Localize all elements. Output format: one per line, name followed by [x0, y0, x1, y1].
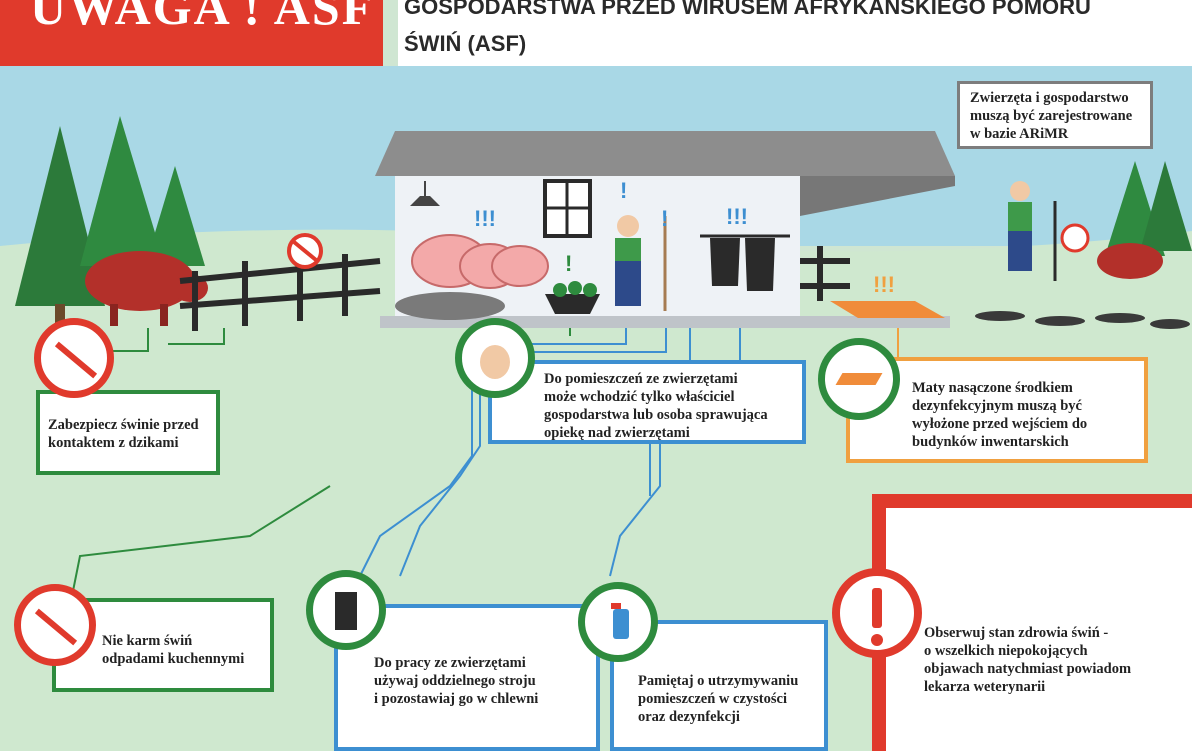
- alert-mark: !: [620, 178, 627, 203]
- rule-text: oraz dezynfekcji: [638, 709, 740, 725]
- callout-line: Zwierzęta i gospodarstwo: [970, 90, 1129, 106]
- rule-text: dezynfekcyjnym muszą być: [912, 398, 1082, 414]
- feed-trough: [545, 281, 600, 314]
- rule-text: wyłożone przed wejściem do: [912, 416, 1088, 432]
- no-contact-icon: [1060, 223, 1090, 253]
- shirt-icon: [306, 570, 386, 650]
- rule-cleanliness: Pamiętaj o utrzymywaniu pomieszczeń w cz…: [610, 620, 828, 751]
- rule-text: Maty nasączone środkiem: [912, 380, 1073, 396]
- mat-icon: [818, 338, 900, 420]
- alert-marks: !!! ! ! !!! ! !!!: [474, 178, 895, 297]
- rule-text: objawach natychmiast powiadom: [924, 661, 1132, 677]
- second-farmer: [1008, 181, 1057, 281]
- rule-text: odpadami kuchennymi: [102, 651, 245, 667]
- pigs: [411, 234, 549, 289]
- rule-wild-boar: Zabezpiecz świnie przed kontaktem z dzik…: [36, 390, 220, 475]
- wild-boar-right: [1097, 243, 1163, 279]
- hanging-clothes: [700, 234, 790, 291]
- rule-text: gospodarstwa lub osoba sprawująca: [544, 407, 768, 423]
- rule-text: Pamiętaj o utrzymywaniu: [638, 673, 799, 689]
- no-feed-icon: [14, 584, 96, 666]
- rule-text: i pozostawiaj go w chlewni: [374, 691, 539, 707]
- page-title-line2: ŚWIŃ (ASF): [404, 31, 527, 56]
- rule-text: może wchodzić tylko właściciel: [544, 389, 735, 405]
- rule-text: budynków inwentarskich: [912, 434, 1069, 450]
- trees-left: [15, 116, 205, 324]
- rule-text: Do pracy ze zwierzętami: [374, 655, 526, 671]
- exclamation-icon: [832, 568, 922, 658]
- page-title-line1: GOSPODARSTWA PRZED WIRUSEM AFRYKAŃSKIEGO…: [404, 0, 1091, 19]
- farmer-face-icon: [455, 318, 535, 398]
- fence: [179, 246, 850, 331]
- callout-line: muszą być zarejestrowane: [970, 108, 1133, 124]
- rule-health: Obserwuj stan zdrowia świń - o wszelkich…: [872, 494, 1192, 751]
- disinfection-mat: [830, 301, 945, 318]
- alert-mark: !!!: [726, 204, 748, 229]
- alert-mark: !: [565, 251, 572, 276]
- spray-bottle-icon: [578, 582, 658, 662]
- rule-text: pomieszczeń w czystości: [638, 691, 787, 707]
- trees-right: [1105, 161, 1192, 256]
- rule-text: Zabezpiecz świnie przed: [48, 417, 199, 433]
- asf-warning-banner: UWAGA ! ASF: [0, 0, 383, 66]
- banner-text: UWAGA ! ASF: [30, 0, 375, 35]
- rule-text: o wszelkich niepokojących: [924, 643, 1088, 659]
- callout-line: w bazie ARiMR: [970, 126, 1069, 142]
- farmer: [615, 215, 667, 311]
- manure-pile: [395, 292, 505, 320]
- rule-access: Do pomieszczeń ze zwierzętami może wchod…: [488, 360, 806, 444]
- alert-mark: !: [661, 206, 668, 231]
- rule-text: opiekę nad zwierzętami: [544, 425, 690, 441]
- alert-mark: !!!: [474, 206, 496, 231]
- registration-callout: Zwierzęta i gospodarstwo muszą być zarej…: [957, 81, 1153, 149]
- rule-text: Nie karm świń: [102, 633, 193, 649]
- rule-text: Obserwuj stan zdrowia świń -: [924, 625, 1109, 641]
- rule-text: kontaktem z dzikami: [48, 435, 179, 451]
- rule-text: lekarza weterynarii: [924, 679, 1046, 695]
- rule-text: używaj oddzielnego stroju: [374, 673, 536, 689]
- rule-kitchen-waste: Nie karm świń odpadami kuchennymi: [52, 598, 274, 692]
- alert-mark: !!!: [873, 272, 895, 297]
- page-title: GOSPODARSTWA PRZED WIRUSEM AFRYKAŃSKIEGO…: [398, 0, 1192, 66]
- ground-stones: [975, 311, 1190, 329]
- rule-text: Do pomieszczeń ze zwierzętami: [544, 371, 738, 387]
- no-pig-contact-icon: [34, 318, 114, 398]
